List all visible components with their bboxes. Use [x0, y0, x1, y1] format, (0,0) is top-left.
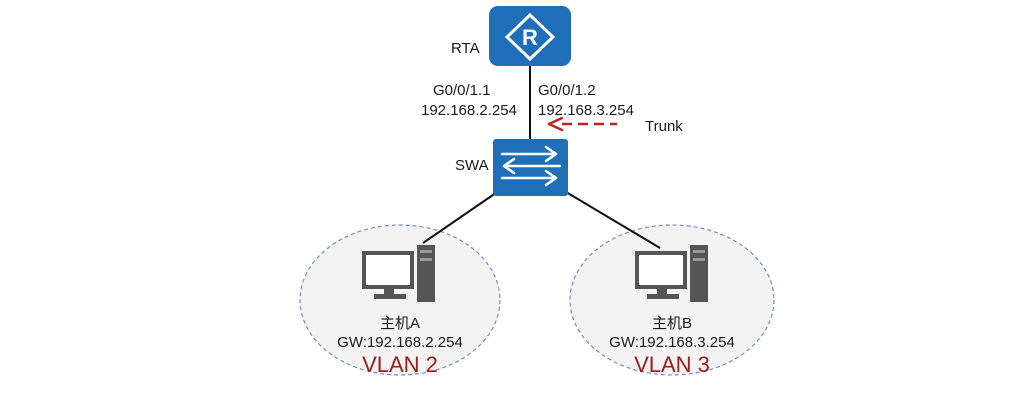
interface-left-port: G0/0/1.1	[433, 82, 491, 99]
pc-icon	[635, 245, 708, 302]
vlan-3-area	[569, 224, 775, 376]
host-a-gateway: GW:192.168.2.254	[337, 334, 463, 351]
router-label: RTA	[451, 40, 480, 57]
host-b-pc	[635, 245, 708, 302]
host-b-vlan: VLAN 3	[634, 352, 710, 377]
router-rta: R	[489, 6, 571, 66]
host-b-name: 主机B	[652, 315, 692, 332]
pc-icon	[362, 245, 435, 302]
trunk-arrow	[547, 116, 617, 132]
link-swa-host-b	[555, 185, 661, 249]
interface-right-ip: 192.168.3.254	[538, 102, 634, 119]
host-b-gateway: GW:192.168.3.254	[609, 334, 735, 351]
interface-left-ip: 192.168.2.254	[421, 102, 517, 119]
router-icon	[489, 6, 571, 66]
interface-right-port: G0/0/1.2	[538, 82, 596, 99]
host-a-pc	[362, 245, 435, 302]
vlan-2-area	[299, 224, 501, 376]
host-a-name: 主机A	[380, 315, 420, 332]
svg-text:R: R	[522, 25, 538, 50]
trunk-label: Trunk	[645, 118, 683, 135]
switch-swa	[493, 139, 568, 196]
host-a-vlan: VLAN 2	[362, 352, 438, 377]
switch-label: SWA	[455, 157, 489, 174]
link-swa-host-a	[422, 185, 507, 244]
